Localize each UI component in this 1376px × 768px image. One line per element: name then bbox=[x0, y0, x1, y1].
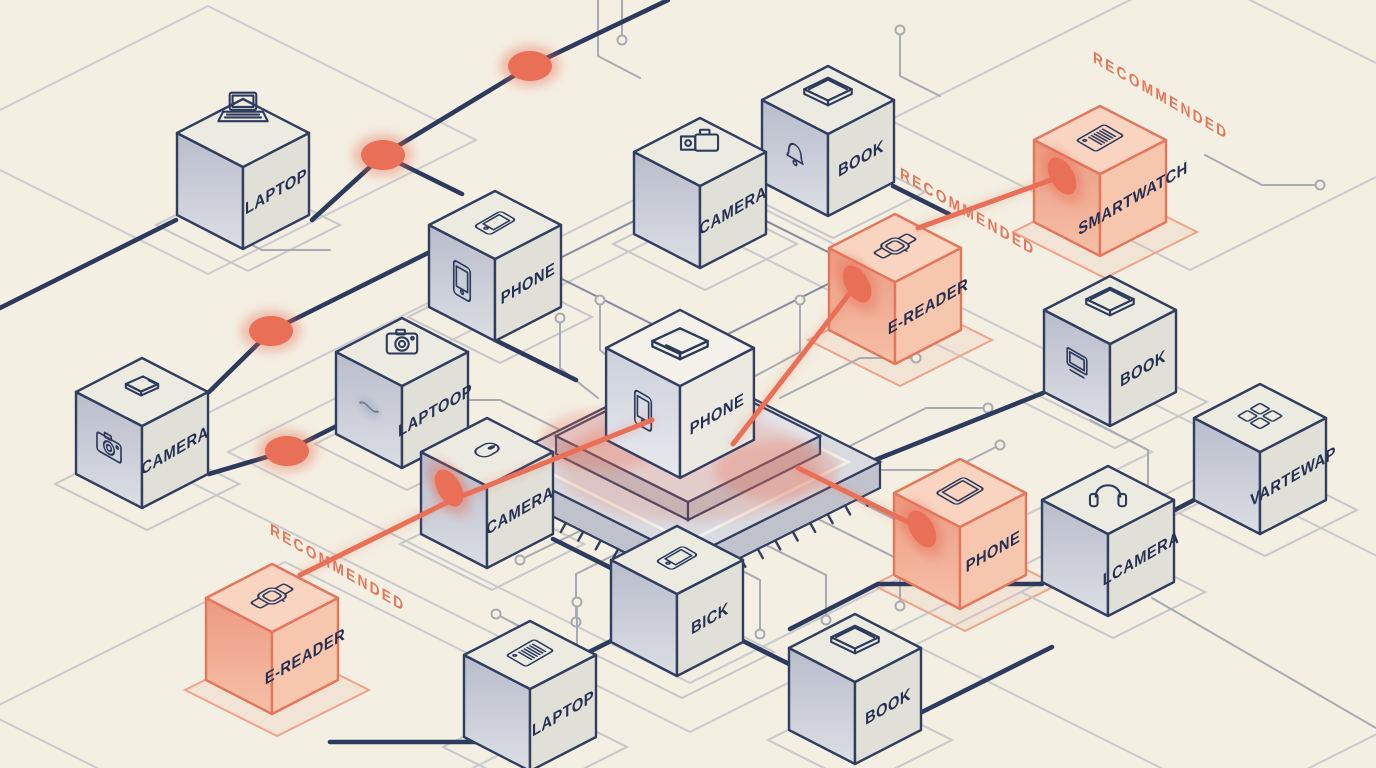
node-laptop-top-left: LAPTOP bbox=[175, 91, 311, 251]
mouse-icon bbox=[474, 442, 500, 458]
headphones-icon bbox=[1088, 484, 1128, 508]
flatphone-icon bbox=[474, 211, 516, 235]
recommendation-line bbox=[915, 173, 1065, 231]
cube-top-face bbox=[204, 562, 340, 634]
camera-icon bbox=[385, 328, 419, 355]
node-camera-top: CAMERA bbox=[632, 116, 768, 270]
trace-terminal-dot bbox=[514, 554, 526, 566]
trace-terminal-dot bbox=[571, 596, 583, 608]
node-camera-far-left: CAMERA bbox=[74, 356, 210, 510]
node-lcamera-right: LCAMERA bbox=[1040, 464, 1179, 618]
trace-terminal-dot bbox=[594, 294, 606, 306]
node-bick-bottom: BICK bbox=[609, 524, 745, 678]
circuit-trace-line bbox=[1204, 154, 1321, 186]
floor-diamond-outline bbox=[0, 4, 479, 276]
node-book-bottom: BOOK bbox=[787, 612, 923, 766]
node-phone-recommended-right: PHONE bbox=[892, 457, 1028, 611]
trace-terminal-dot bbox=[554, 312, 566, 324]
recommendation-line bbox=[297, 417, 655, 578]
circuit-trace-line bbox=[837, 407, 989, 453]
connection-line bbox=[0, 217, 179, 311]
flashdrive-icon bbox=[124, 375, 160, 397]
connection-line bbox=[492, 337, 579, 383]
cube-top-face bbox=[175, 97, 311, 169]
circuit-trace-line bbox=[755, 539, 827, 621]
circuit-trace-line bbox=[899, 29, 941, 97]
node-book-right: BOOK bbox=[1042, 274, 1178, 428]
flatphone-icon bbox=[656, 546, 698, 570]
sketch-icon bbox=[358, 398, 380, 418]
node-laptop-bottom: LAPTOP bbox=[462, 619, 598, 768]
cube-top-face bbox=[609, 524, 745, 596]
grid-icon bbox=[1237, 403, 1283, 429]
circuit-trace-line bbox=[597, 0, 641, 79]
connection-line bbox=[919, 644, 1055, 715]
node-phone-upper-left: PHONE bbox=[427, 189, 563, 343]
node-phone-center: PHONE bbox=[604, 308, 756, 480]
book-icon bbox=[1085, 286, 1135, 317]
circuit-trace-line bbox=[519, 527, 587, 561]
junction-dot bbox=[265, 436, 309, 466]
node-book-top: BOOK bbox=[760, 64, 896, 218]
cube-top-face bbox=[632, 116, 768, 188]
node-e-reader-recommended-bottom-left: E-READER bbox=[204, 562, 345, 716]
circuit-trace-line bbox=[559, 317, 599, 399]
watch-icon bbox=[250, 583, 294, 609]
chip-glow bbox=[714, 440, 838, 500]
cube-top-face bbox=[604, 308, 756, 388]
recommendation-lines bbox=[297, 173, 1065, 578]
book-icon bbox=[803, 76, 853, 107]
node-smartwatch-recommended: SMARTWATCH bbox=[1032, 104, 1188, 258]
recommendation-line bbox=[730, 281, 860, 447]
flatphone-icon bbox=[452, 259, 472, 303]
monitor-icon bbox=[1066, 346, 1088, 379]
circuit-trace-line bbox=[1151, 597, 1376, 729]
junction-dots bbox=[241, 45, 560, 472]
connection-line bbox=[867, 390, 1046, 465]
cube-top-face bbox=[427, 189, 563, 261]
connection-line bbox=[309, 0, 671, 223]
camcorder-icon bbox=[679, 128, 720, 152]
trace-terminal-dot bbox=[894, 24, 906, 36]
laptop-icon bbox=[217, 91, 269, 123]
trace-terminal-dot bbox=[794, 294, 806, 306]
trace-terminal-dot bbox=[820, 614, 832, 626]
camera-icon bbox=[96, 431, 122, 464]
cube-top-face bbox=[334, 316, 470, 388]
harddrive-icon bbox=[651, 327, 709, 361]
trace-terminal-dot bbox=[1314, 179, 1326, 191]
trace-terminal-dot bbox=[894, 600, 906, 612]
book-icon bbox=[830, 624, 880, 655]
circuit-trace-line bbox=[1089, 419, 1149, 503]
ereader-icon bbox=[1076, 124, 1124, 152]
trace-terminal-dot bbox=[490, 608, 502, 620]
junction-dot bbox=[249, 316, 293, 346]
connection-line bbox=[890, 183, 952, 217]
connection-line bbox=[740, 638, 794, 668]
trace-terminal-dot bbox=[754, 628, 766, 640]
node-e-reader-recommended-right: E-READER bbox=[827, 212, 968, 366]
trace-terminal-dot bbox=[994, 439, 1006, 451]
recommendation-line bbox=[795, 465, 925, 532]
bell-icon bbox=[786, 142, 804, 167]
watch-icon bbox=[873, 233, 917, 259]
ereader-icon bbox=[506, 639, 554, 667]
junction-dot bbox=[361, 140, 405, 170]
floor-diamond-outline bbox=[887, 0, 1376, 272]
junction-dot bbox=[508, 51, 552, 81]
tablet-icon bbox=[936, 477, 984, 505]
circuit-trace-line bbox=[743, 299, 801, 383]
node-vartewap-right: VARTEWAP bbox=[1192, 382, 1336, 536]
cube-top-face bbox=[1040, 464, 1176, 536]
trace-terminal-dot bbox=[616, 34, 628, 46]
trace-terminal-dot bbox=[982, 402, 994, 414]
